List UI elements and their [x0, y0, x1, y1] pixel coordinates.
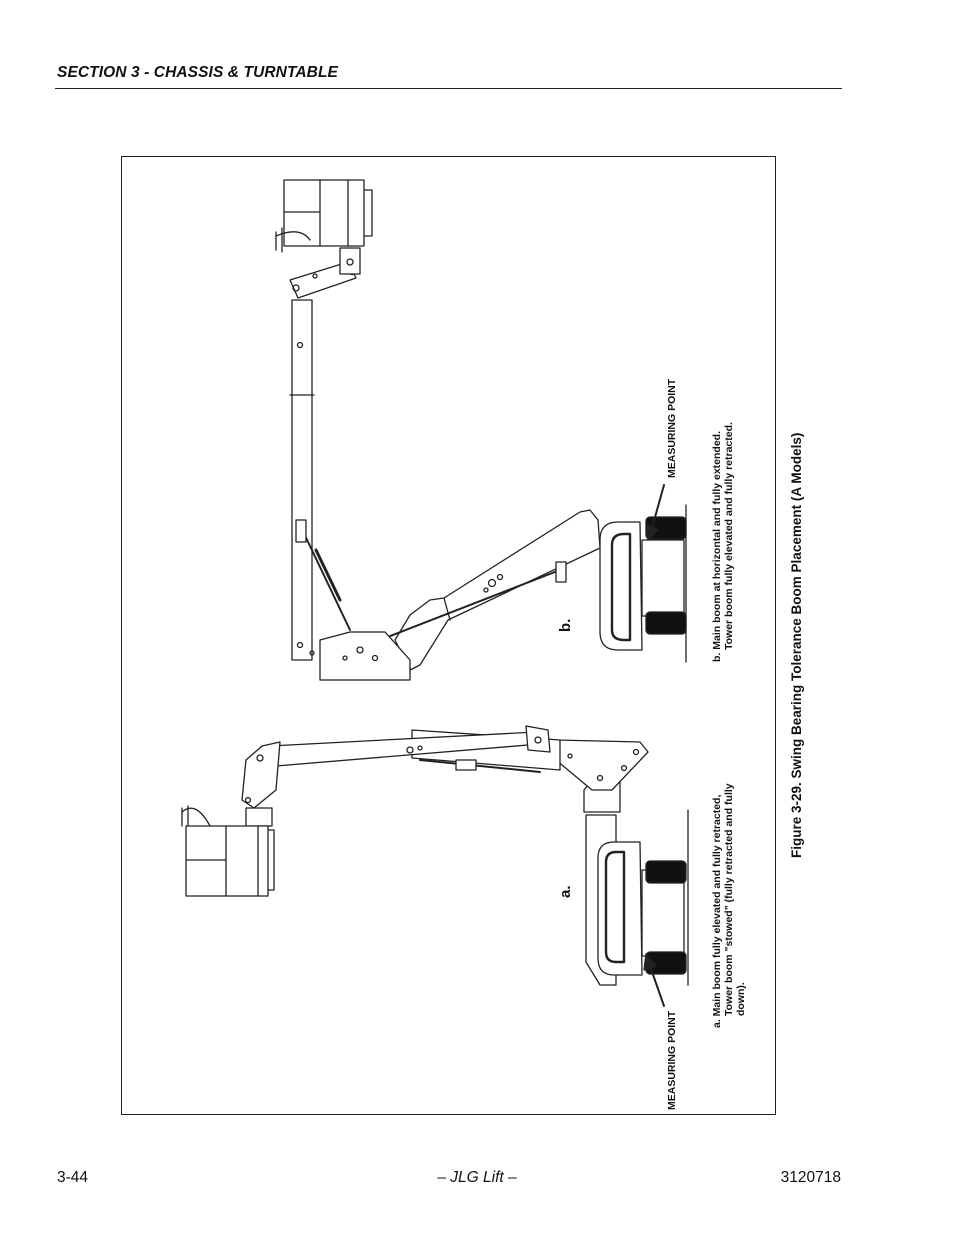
panel-b-drawing [275, 179, 687, 681]
panel-a-desc-line: down). [735, 982, 747, 1016]
footer-brand: – JLG Lift – [437, 1169, 517, 1186]
panel-b-desc-line: b. Main boom at horizontal and fully ext… [711, 430, 723, 662]
section-title: SECTION 3 - CHASSIS & TURNTABLE [57, 64, 338, 81]
panel-a-desc-line: Tower boom "stowed" (fully retracted and… [723, 783, 735, 1016]
document-number: 3120718 [780, 1169, 841, 1186]
panel-a-drawing [181, 725, 689, 1007]
panel-b-description: b. Main boom at horizontal and fully ext… [711, 422, 735, 662]
panel-b-measuring-label: MEASURING POINT [666, 378, 678, 478]
panel-b-desc-line: Tower boom fully elevated and fully retr… [723, 422, 735, 650]
panel-a-description: a. Main boom fully elevated and fully re… [711, 783, 747, 1028]
panel-a-letter: a. [557, 885, 574, 898]
panel-a-measuring-label: MEASURING POINT [666, 1010, 678, 1110]
figure-frame [121, 156, 776, 1115]
panel-b-letter: b. [557, 618, 574, 632]
panel-a-desc-line: a. Main boom fully elevated and fully re… [711, 794, 723, 1028]
header-rule [55, 88, 842, 89]
figure-caption: Figure 3-29. Swing Bearing Tolerance Boo… [789, 432, 804, 858]
page-number: 3-44 [57, 1169, 89, 1186]
